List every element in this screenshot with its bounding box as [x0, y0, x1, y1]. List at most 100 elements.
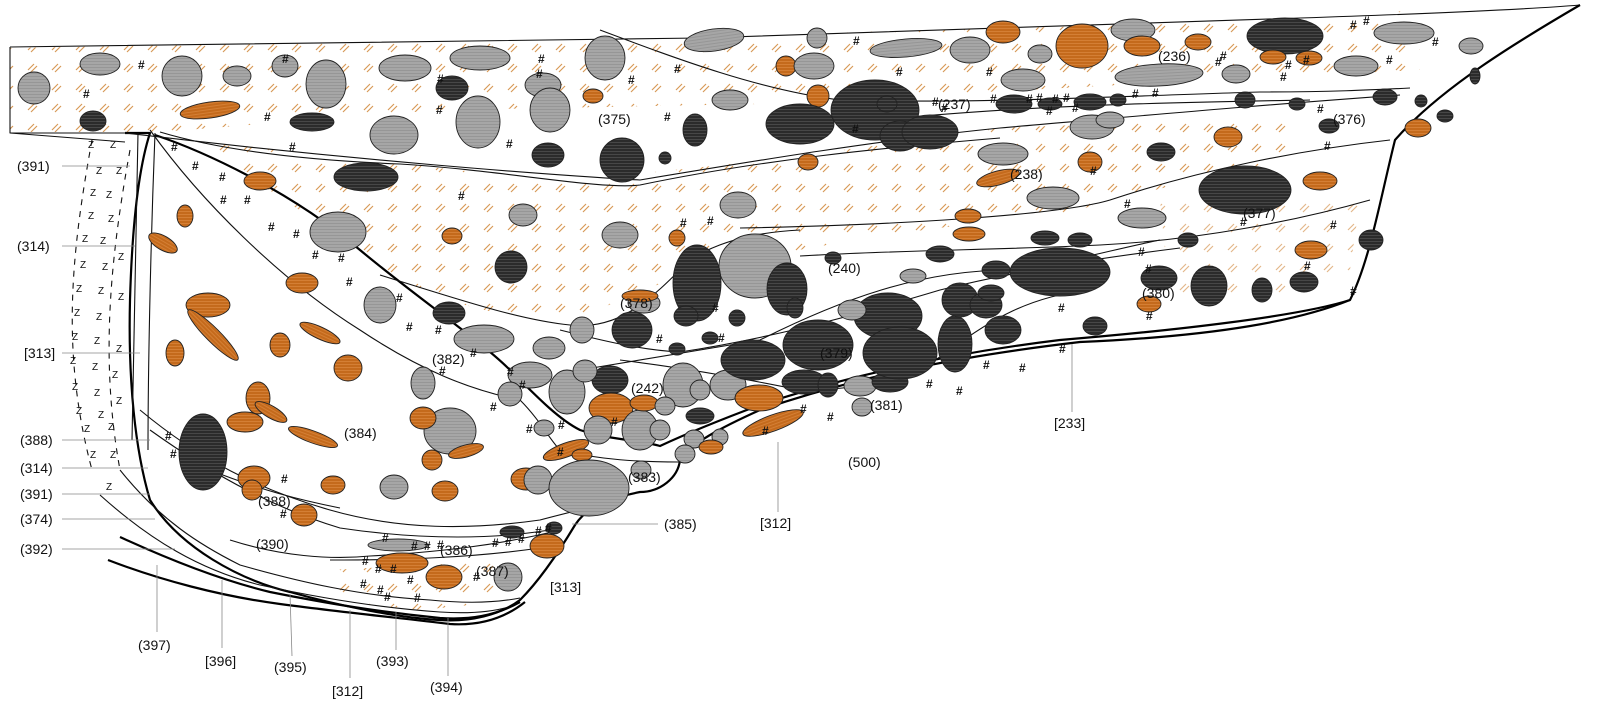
grey-stone [1027, 44, 1053, 64]
orange-stone [952, 226, 986, 242]
hash-symbol: # [1317, 102, 1324, 116]
hash-symbol: # [1215, 55, 1222, 69]
dark-stone [1246, 17, 1324, 55]
label-left-392: (392) [20, 541, 53, 557]
grey-stone [222, 65, 252, 87]
hash-symbol: # [1019, 361, 1026, 375]
label-500: (500) [848, 454, 881, 470]
orange-stone [529, 533, 565, 559]
z-symbol: Z [88, 140, 94, 151]
z-symbol: Z [100, 236, 106, 247]
z-symbol: Z [94, 336, 100, 347]
dark-stone [1372, 88, 1398, 106]
hash-symbol: # [1063, 91, 1070, 105]
grey-stone [271, 54, 299, 78]
grey-stone [711, 89, 749, 111]
dark-stone [1318, 118, 1340, 134]
orange-stone [299, 321, 341, 345]
label-380: (380) [1142, 285, 1175, 301]
hash-symbol: # [280, 507, 287, 521]
dark-stone [1288, 97, 1306, 111]
hash-symbol: # [707, 214, 714, 228]
z-symbol: Z [116, 396, 122, 407]
dark-stone [1140, 265, 1178, 291]
grey-stone [449, 45, 511, 71]
label-379: (379) [820, 345, 853, 361]
hash-symbol: # [656, 332, 663, 346]
z-symbol: Z [82, 234, 88, 245]
hash-symbol: # [406, 320, 413, 334]
dark-stone [984, 315, 1022, 345]
dark-stone [786, 297, 804, 319]
orange-stone [431, 480, 459, 502]
dark-stone [977, 284, 1005, 302]
orange-stone [185, 292, 231, 318]
hash-symbol: # [424, 539, 431, 553]
grey-stone [601, 221, 639, 249]
z-symbol: Z [76, 406, 82, 417]
hash-symbol: # [165, 429, 172, 443]
hash-symbol: # [1046, 104, 1053, 118]
label-240: (240) [828, 260, 861, 276]
orange-stone [775, 55, 797, 77]
label-233: [233] [1054, 415, 1085, 431]
z-symbol: Z [98, 286, 104, 297]
hash-symbol: # [990, 92, 997, 106]
hash-symbol: # [362, 554, 369, 568]
hash-symbol: # [1432, 35, 1439, 49]
grey-stone [367, 538, 429, 552]
dark-stone [599, 137, 645, 183]
grey-stone [369, 115, 419, 155]
orange-stone [1055, 23, 1109, 69]
hash-symbol: # [1220, 49, 1227, 63]
label-313-mid: [313] [550, 579, 581, 595]
dark-stone [701, 331, 719, 345]
hash-symbol: # [545, 521, 552, 535]
label-bottom-393: (393) [376, 653, 409, 669]
orange-stone [1294, 240, 1328, 260]
hash-symbol: # [941, 101, 948, 115]
grey-stone [363, 286, 397, 324]
hash-symbol: # [800, 402, 807, 416]
orange-stone [1123, 35, 1161, 57]
grey-stone [869, 38, 943, 58]
orange-stone [375, 552, 429, 574]
hash-symbol: # [1304, 259, 1311, 273]
grey-stone [455, 95, 501, 149]
dark-stone [925, 245, 955, 263]
hash-symbol: # [436, 103, 443, 117]
hash-symbols-group: ########################################… [83, 14, 1439, 605]
hash-symbol: # [1124, 197, 1131, 211]
grey-stone [689, 379, 711, 401]
grey-stone [533, 419, 555, 437]
z-symbol: Z [112, 370, 118, 381]
label-bottom-395: (395) [274, 659, 307, 675]
dark-stone [531, 142, 565, 168]
grey-stone [649, 419, 671, 441]
hash-symbol: # [244, 193, 251, 207]
hash-symbol: # [507, 365, 514, 379]
dark-stone [1414, 94, 1428, 108]
z-symbol: Z [76, 284, 82, 295]
leader-lines [62, 165, 1073, 678]
hash-symbol: # [407, 573, 414, 587]
dark-stone [79, 110, 107, 132]
orange-stone [582, 88, 604, 104]
label-bottom-397: (397) [138, 637, 171, 653]
dark-stone [1190, 265, 1228, 307]
z-symbol: Z [106, 190, 112, 201]
z-symbol: Z [84, 424, 90, 435]
orange-stone [226, 411, 264, 433]
dark-stone [817, 372, 839, 398]
grey-stone [1221, 64, 1251, 84]
orange-stone [425, 564, 463, 590]
z-symbol: Z [108, 422, 114, 433]
orange-stone [1136, 295, 1162, 313]
label-377: (377) [1243, 205, 1276, 221]
stones-group [17, 17, 1484, 592]
hash-symbol: # [171, 140, 178, 154]
hash-symbol: # [536, 67, 543, 81]
hash-symbol: # [926, 377, 933, 391]
dark-stone [862, 326, 938, 380]
hash-symbol: # [664, 110, 671, 124]
